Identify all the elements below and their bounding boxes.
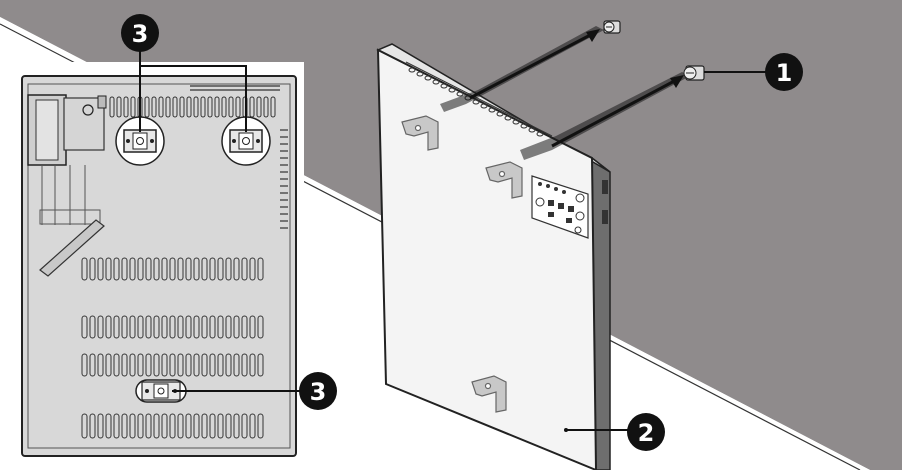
leader-lines-3-top [139,50,247,132]
control-panel [531,175,589,239]
svg-text:3: 3 [132,20,149,48]
top-vent-holes [405,61,553,137]
side-bracket [27,94,107,225]
screw-lower [683,65,705,81]
bracket-top-left [115,116,165,166]
screw-direction-arrows [440,26,690,160]
wall-bracket-1 [401,115,439,151]
vent-row-4 [81,413,264,439]
svg-text:1: 1 [776,59,793,87]
wall-bracket-2 [485,161,523,199]
svg-text:3: 3 [310,378,327,406]
callout-1: 1 [765,53,803,91]
vent-rows [81,257,264,439]
callout-3-top: 3 [121,14,159,52]
vent-slots-side [190,85,288,229]
heater-front-view [376,20,770,470]
vent-row-2 [81,315,264,339]
wall-bracket-3 [471,375,507,413]
cable-channel [39,219,105,277]
bracket-top-right [221,116,271,166]
svg-text:2: 2 [638,419,655,447]
panel-front-face [376,48,598,470]
vent-row-1 [81,257,264,281]
callout-3-bottom: 3 [299,372,337,410]
callout-2: 2 [627,413,665,451]
vent-row-3 [81,353,264,377]
heater-back-view [0,50,304,462]
screw-upper [603,20,621,34]
